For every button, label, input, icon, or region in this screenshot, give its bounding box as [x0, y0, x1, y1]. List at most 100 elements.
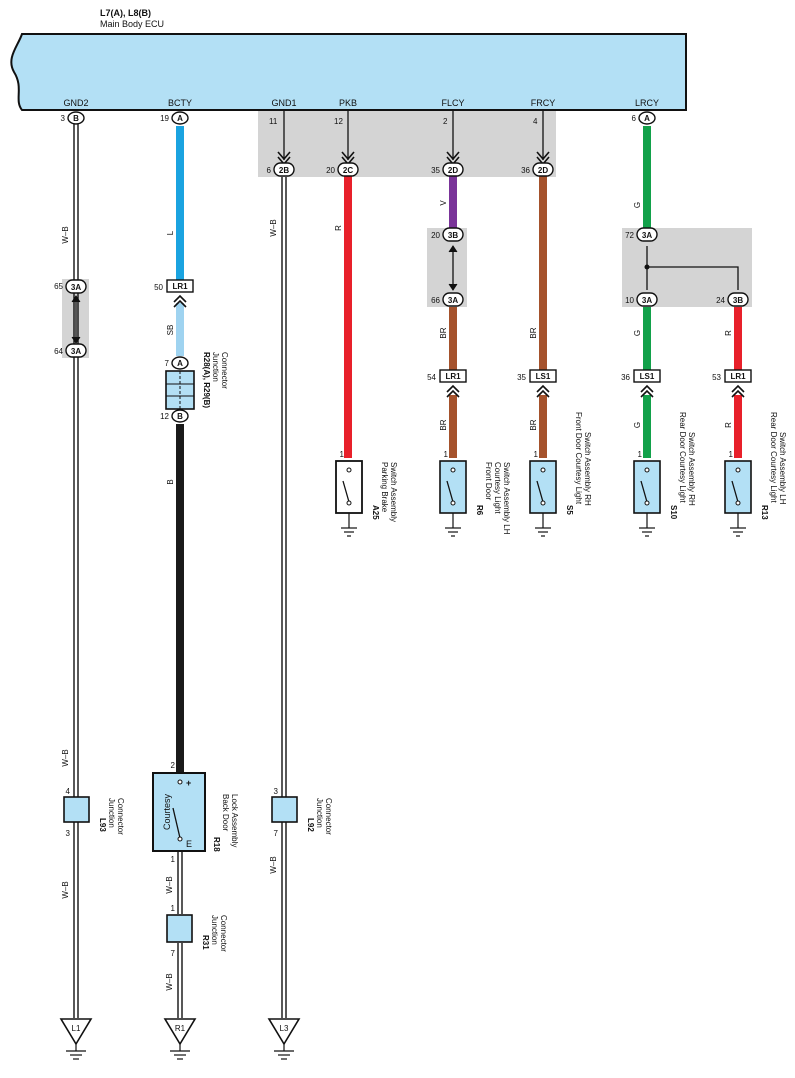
gnd1-connector [273, 162, 295, 177]
ecu-pin-gnd1: GND1 [271, 98, 296, 108]
ecu-terminal-gnd2 [67, 111, 85, 125]
switch-flcy-pin: 1 [444, 450, 449, 459]
ecu-pin-number-pkb: 12 [334, 117, 343, 126]
gnd1-pin-number: 6 [267, 166, 272, 175]
gnd2-jb-upper-pin: 65 [54, 282, 63, 291]
switch-flcy-line3: Switch Assembly LH [502, 462, 511, 535]
ground-r1-triangle [163, 1018, 197, 1046]
switch-lrcy-pin: 1 [638, 450, 643, 459]
bcty-wire-label-l: L [166, 230, 175, 235]
r31-pin-bottom: 7 [171, 949, 176, 958]
lrcy-jb-lower-pin: 10 [625, 296, 634, 305]
r18-line2: Lock Assembly [230, 794, 239, 847]
switch-lrcy-code: S10 [669, 505, 678, 520]
flcy-jb-upper-connector [442, 227, 464, 242]
switch-frcy: 1 S5 Front Door Courtesy Light Switch As… [529, 412, 592, 537]
lrcy-jb-upper-pin: 72 [625, 231, 634, 240]
switch-rrcy-line1: Rear Door Courtesy Light [769, 412, 778, 503]
ecu-title: L7(A), L8(B) [100, 8, 151, 18]
switch-lrcy-line2: Switch Assembly RH [687, 432, 696, 506]
gnd2-jb-lower-label: 3A [71, 347, 81, 356]
l93-line1: Junction [107, 798, 116, 828]
lrcy-wire-label-g-1: G [633, 202, 642, 208]
switch-rrcy-pin: 1 [729, 450, 734, 459]
junction-connector-l92: 3 7 L92 Junction Connector [271, 787, 333, 838]
junction-connector-r31: 1 7 R31 Junction Connector [166, 904, 228, 958]
rr-inline-pin: 53 [712, 373, 721, 382]
lrcy-jb-upper-connector [636, 227, 658, 242]
r18-plus: + [186, 778, 191, 788]
ecu-pin-number-gnd1: 11 [269, 117, 278, 126]
flcy-connector-label: 2D [448, 166, 458, 175]
inline-connectors: 50 LR1 54 LR1 35 LS1 36 LS1 53 LR1 [154, 279, 752, 398]
flcy-wire-label-br-1: BR [439, 327, 448, 338]
ecu-terminals: 3 B 19 A 11 12 2 4 6 A [61, 111, 656, 126]
switch-flcy-code: R6 [475, 505, 484, 516]
flcy-inline-chevron [446, 384, 460, 398]
frcy-pin-number: 36 [521, 166, 530, 175]
frcy-wire-label-br-2: BR [529, 419, 538, 430]
frcy-connector-label: 2D [538, 166, 548, 175]
switch-frcy-blade [536, 480, 544, 503]
ecu-terminal-lrcy-label: A [644, 114, 650, 123]
switch-lrcy-contact-top [644, 467, 650, 473]
flcy-jb-arrow-up [448, 245, 458, 253]
switch-frcy-line2: Switch Assembly RH [583, 432, 592, 506]
r28-lower-pin: 12 [160, 412, 169, 421]
ground-point-l3: L3 [267, 1018, 301, 1060]
r28-r29-junction-connector: 7 A 12 B R28(A), R29(B) Junction Connect… [160, 352, 229, 423]
switch-pkb-contact-top [346, 467, 352, 473]
switch-flcy-contact-top [450, 467, 456, 473]
switch-pkb-code: A25 [371, 505, 380, 520]
main-body-ecu: L7(A), L8(B) Main Body ECU GND2 BCTY GND… [10, 8, 687, 111]
switch-lrcy-blade [640, 480, 648, 503]
switch-flcy: 1 R6 Front Door Courtesy Light Switch As… [439, 450, 511, 537]
ecu-pin-bcty: BCTY [168, 98, 192, 108]
ecu-terminal-gnd2-label: B [73, 114, 79, 123]
r18-e: E [186, 839, 192, 849]
ecu-pin-frcy: FRCY [531, 98, 556, 108]
switch-pkb-pin: 1 [340, 450, 345, 459]
flcy-pin-number: 35 [431, 166, 440, 175]
branch-connectors: 6 2B 20 2C 35 2D 36 2D [267, 151, 554, 177]
switch-frcy-pin: 1 [534, 450, 539, 459]
switch-flcy-contact-bottom [450, 500, 456, 506]
switch-lrcy-contact-bottom [644, 500, 650, 506]
r18-wire-label-1: W–B [165, 876, 174, 893]
lrcy-jb-branch-pin: 24 [716, 296, 725, 305]
lrcy-inline-chevron [640, 384, 654, 398]
gnd2-jb-arrow-down [71, 336, 81, 344]
rr-wire-label-r-2: R [724, 422, 733, 428]
switch-frcy-contact-bottom [540, 500, 546, 506]
gnd1-connector-label: 2B [279, 166, 289, 175]
ground-r1-label: R1 [175, 1024, 186, 1033]
switch-flcy-line2: Courtesy Light [493, 462, 502, 514]
r18-contact-bottom [177, 836, 183, 842]
l93-pin-bottom: 3 [66, 829, 71, 838]
flcy-wire-label-v: V [439, 200, 448, 206]
r28-lower-terminal [171, 409, 189, 423]
bcty-inline-chevron [173, 294, 187, 308]
junction-connector-l93: 4 3 L93 Junction Connector [63, 787, 125, 838]
switch-pkb: 1 A25 Parking Brake Switch Assembly [335, 450, 398, 537]
l92-line1: Junction [315, 798, 324, 828]
lrcy-jb-branch-label: 3B [733, 296, 743, 305]
bcty-inline-pin: 50 [154, 283, 163, 292]
bcty-wire-label-b: B [166, 479, 175, 484]
flcy-jb-lower-connector [442, 292, 464, 307]
r18-contact-top [177, 779, 183, 785]
lrcy-jb-branch-connector [727, 292, 749, 307]
ecu-pin-number-flcy: 2 [443, 117, 448, 126]
r28-name-line1: Junction [211, 352, 220, 382]
gnd2-jb-arrow-up [71, 295, 81, 303]
frcy-inline-pin: 35 [517, 373, 526, 382]
frcy-connector [532, 162, 554, 177]
gnd2-jb-lower-connector [65, 343, 87, 358]
r31-line1: Junction [210, 915, 219, 945]
l93-line2: Connector [116, 798, 125, 835]
r28-code: R28(A), R29(B) [202, 352, 211, 408]
ecu-pin-number-lrcy: 6 [632, 114, 637, 123]
flcy-jb-upper-pin: 20 [431, 231, 440, 240]
r28-name-line2: Connector [220, 352, 229, 389]
